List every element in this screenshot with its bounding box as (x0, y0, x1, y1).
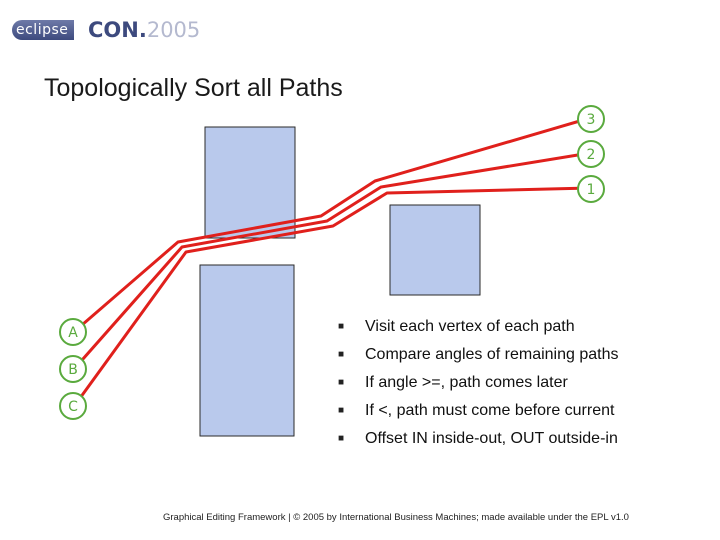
bullet-marker-icon: ■ (338, 433, 345, 444)
path-b-to-2 (73, 151, 592, 370)
path-a-to-3 (73, 116, 592, 333)
node-3-label: 3 (587, 112, 596, 128)
bullet-item: ■ If <, path must come before current (338, 398, 618, 426)
logo-year: 2005 (146, 18, 201, 42)
bullet-marker-icon: ■ (338, 349, 345, 360)
figure-box-top-left (204, 126, 296, 239)
bullet-text: If angle >=, path comes later (365, 374, 568, 391)
footer-text: Graphical Editing Framework | © 2005 by … (163, 512, 629, 523)
node-c-label: C (68, 399, 78, 415)
logo-con-text: CON.2005 (88, 18, 200, 42)
slide-title: Topologically Sort all Paths (44, 74, 343, 102)
node-b: B (59, 355, 87, 383)
figure-box-right (389, 204, 481, 296)
node-1: 1 (577, 175, 605, 203)
bullet-list: ■ Visit each vertex of each path ■ Compare… (338, 314, 618, 454)
path-c-to-1 (73, 186, 592, 407)
bullet-marker-icon: ■ (338, 405, 345, 416)
bullet-text: If <, path must come before current (365, 402, 615, 419)
logo-con-label: CON. (88, 18, 147, 42)
node-a-label: A (68, 325, 78, 341)
bullet-item: ■ Compare angles of remaining paths (338, 342, 618, 370)
eclipsecon-logo: eclipse CON.2005 (12, 14, 200, 54)
figure-box-bottom (199, 264, 295, 437)
node-3: 3 (577, 105, 605, 133)
bullet-text: Offset IN inside-out, OUT outside-in (365, 430, 618, 447)
logo-eclipse-text: eclipse (12, 20, 75, 40)
node-1-label: 1 (587, 182, 596, 198)
bullet-item: ■ Offset IN inside-out, OUT outside-in (338, 426, 618, 454)
bullet-marker-icon: ■ (338, 321, 345, 332)
node-2: 2 (577, 140, 605, 168)
node-2-label: 2 (587, 147, 596, 163)
bullet-item: ■ Visit each vertex of each path (338, 314, 618, 342)
bullet-marker-icon: ■ (338, 377, 345, 388)
bullet-text: Visit each vertex of each path (365, 318, 575, 335)
routed-paths (73, 116, 592, 407)
bullet-item: ■ If angle >=, path comes later (338, 370, 618, 398)
node-b-label: B (68, 362, 78, 378)
bullet-text: Compare angles of remaining paths (365, 346, 619, 363)
node-c: C (59, 392, 87, 420)
node-a: A (59, 318, 87, 346)
